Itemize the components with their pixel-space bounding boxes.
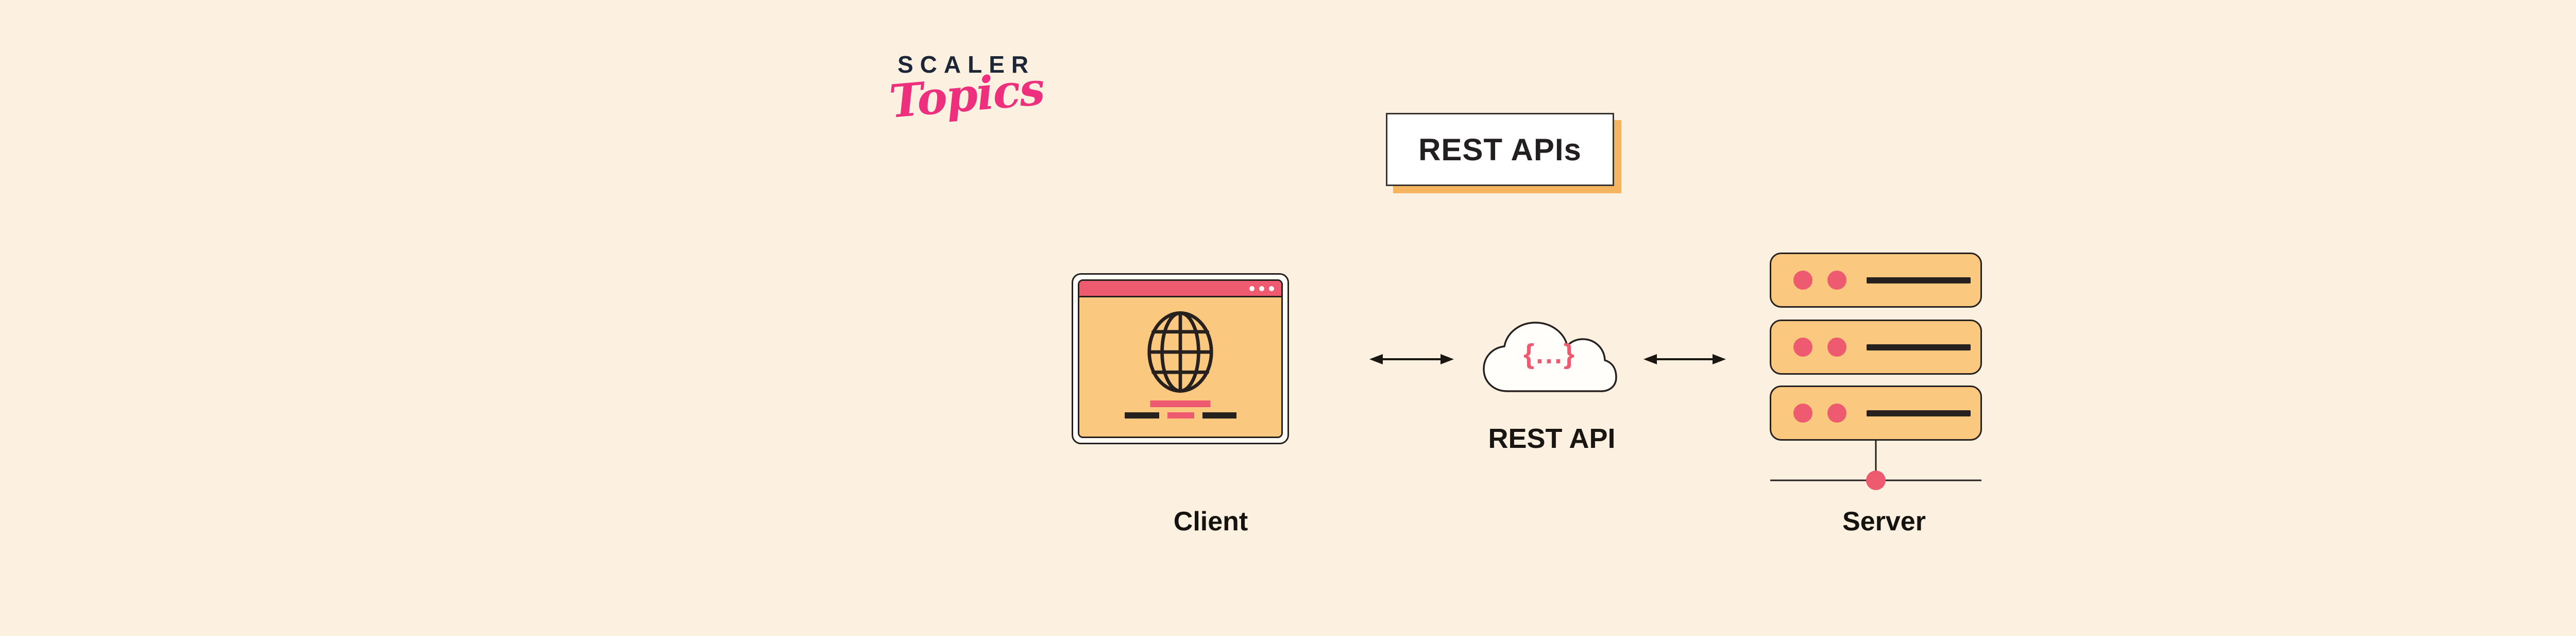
json-braces-glyph: {...}: [1523, 339, 1577, 370]
rack-led-icon: [1793, 271, 1812, 290]
titlebar-dot-icon: [1259, 286, 1264, 291]
rack-led-icon: [1827, 338, 1846, 357]
scaler-topics-logo: SCALER Topics: [887, 47, 1046, 161]
title-box: REST APIs: [1386, 113, 1614, 186]
browser-body: [1079, 297, 1281, 437]
content-bar-dark: [1202, 412, 1236, 419]
client-label: Client: [1173, 507, 1248, 537]
rack-slot-bar: [1867, 344, 1971, 350]
server-stack-icon: [1770, 253, 1982, 441]
server-label: Server: [1842, 507, 1926, 537]
content-bar-pink-small: [1167, 412, 1194, 419]
rest-api-label: REST API: [1488, 423, 1616, 454]
logo-scaler-text: SCALER: [897, 51, 1036, 78]
rack-slot-bar: [1867, 277, 1971, 283]
rack-slot-bar: [1867, 410, 1971, 416]
content-bar-pink: [1150, 400, 1211, 407]
content-bar-row: [1079, 412, 1281, 419]
api-server-arrow-icon: [1643, 354, 1726, 364]
globe-icon: [1147, 311, 1213, 393]
rack-led-icon: [1793, 404, 1812, 423]
cloud-icon: [1483, 322, 1617, 392]
client-api-arrow-icon: [1369, 354, 1454, 364]
content-bar-dark: [1124, 412, 1159, 419]
rack-led-icon: [1827, 404, 1846, 423]
rack-led-icon: [1827, 271, 1846, 290]
server-rack: [1770, 253, 1982, 308]
page-title: REST APIs: [1418, 132, 1582, 167]
server-rack: [1770, 320, 1982, 375]
browser-titlebar: [1079, 281, 1281, 297]
rest-api-cloud: {...}: [1480, 315, 1620, 401]
titlebar-dot-icon: [1249, 286, 1255, 291]
network-connection-icon: [1770, 441, 1981, 490]
client-browser-icon: [1072, 273, 1289, 444]
rack-led-icon: [1793, 338, 1812, 357]
server-rack: [1770, 386, 1982, 441]
browser-window: [1078, 279, 1283, 438]
titlebar-dot-icon: [1269, 286, 1274, 291]
